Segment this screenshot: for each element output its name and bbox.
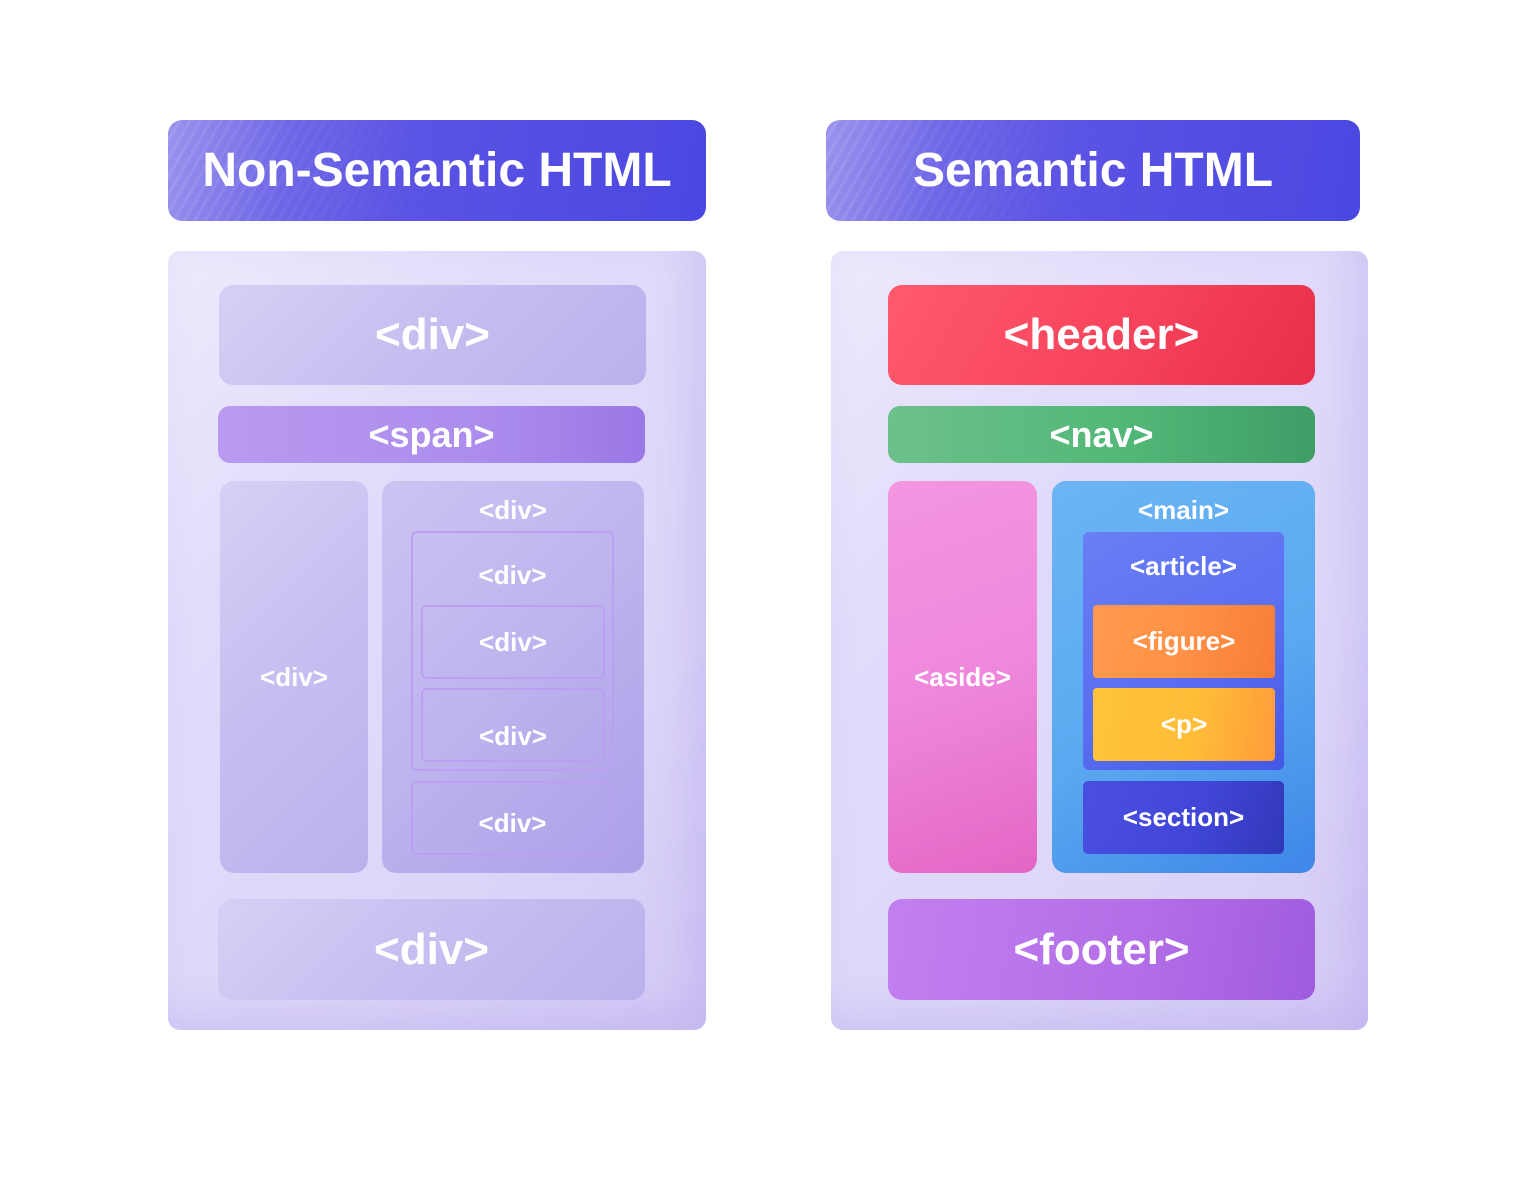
non-semantic-inner-outer-div (411, 531, 614, 771)
non-semantic-top-div: <div> (219, 285, 646, 385)
non-semantic-inner-div-2 (421, 688, 605, 762)
article-label: <article> (1130, 550, 1237, 581)
header-block: <header> (888, 285, 1315, 385)
non-semantic-span-bar: <span> (218, 406, 645, 463)
non-semantic-bottom-div: <div> (218, 899, 645, 1000)
figure-label: <figure> (1132, 626, 1236, 656)
main-label: <main> (1137, 494, 1230, 525)
non-semantic-title-banner: Non-Semantic HTML (168, 120, 706, 221)
footer-block: <footer> (888, 899, 1315, 1000)
semantic-title: Semantic HTML (912, 144, 1274, 197)
non-semantic-inner-bottom-label: <div> (478, 807, 547, 838)
semantic-title-banner: Semantic HTML (826, 120, 1360, 221)
non-semantic-bottom-div-label: <div> (374, 924, 489, 974)
figure-block: <figure> (1093, 605, 1275, 678)
non-semantic-inner-div-2-label: <div> (479, 720, 547, 751)
non-semantic-inner-div-1: <div> (421, 605, 605, 679)
non-semantic-inner-outer-label: <div> (478, 559, 547, 590)
aside-label: <aside> (914, 661, 1011, 692)
non-semantic-side-div: <div> (220, 481, 368, 873)
non-semantic-content-div-label: <div> (479, 494, 547, 525)
nav-block: <nav> (888, 406, 1315, 463)
footer-label: <footer> (1013, 924, 1190, 974)
non-semantic-title: Non-Semantic HTML (202, 144, 672, 197)
p-label: <p> (1160, 709, 1208, 739)
section-block: <section> (1083, 781, 1284, 854)
non-semantic-inner-div-1-label: <div> (479, 626, 547, 657)
nav-label: <nav> (1049, 413, 1154, 455)
non-semantic-side-div-label: <div> (260, 661, 328, 692)
header-label: <header> (1003, 310, 1200, 359)
aside-block: <aside> (888, 481, 1037, 873)
non-semantic-span-label: <span> (368, 413, 495, 455)
section-label: <section> (1122, 802, 1245, 832)
non-semantic-inner-bottom-div: <div> (411, 781, 614, 855)
p-block: <p> (1093, 688, 1275, 761)
non-semantic-top-div-label: <div> (375, 310, 490, 359)
